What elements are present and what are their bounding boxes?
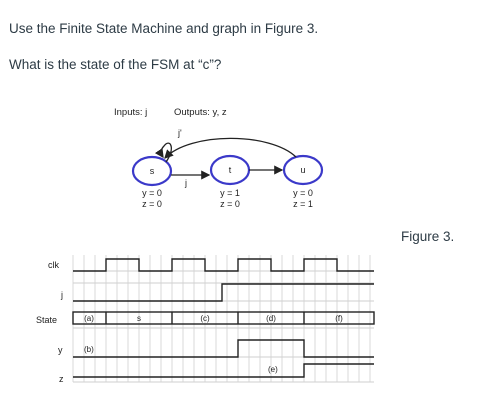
question-line-2: What is the state of the FSM at “c”? [9, 57, 222, 72]
state-cell-s: s [137, 314, 141, 323]
clk-waveform [73, 258, 374, 272]
u-to-s-arrow [164, 137, 297, 159]
state-cell-f: (f) [335, 314, 343, 323]
y-waveform [73, 339, 374, 358]
marker-b: (b) [84, 345, 94, 354]
signal-y-label: y [58, 345, 63, 355]
state-u-circle [282, 154, 324, 186]
state-cell-a: (a) [84, 314, 94, 323]
state-u-z: z = 1 [293, 199, 313, 209]
state-s-name: s [150, 166, 155, 176]
state-cell-c: (c) [200, 314, 210, 323]
figure-label: Figure 3. [401, 229, 455, 244]
j-waveform [73, 283, 374, 302]
transition-label: j [184, 178, 187, 188]
signal-state-label: State [36, 315, 57, 325]
state-t-y: y = 1 [220, 188, 240, 198]
state-u-y: y = 0 [293, 188, 313, 198]
signal-j-label: j [60, 290, 63, 300]
question-line-1: Use the Finite State Machine and graph i… [9, 21, 319, 36]
state-s-circle [131, 155, 173, 187]
state-s-z: z = 0 [142, 199, 162, 209]
state-t-name: t [229, 165, 232, 175]
state-bus [72, 311, 375, 325]
state-t-z: z = 0 [220, 199, 240, 209]
state-s-y: y = 0 [142, 188, 162, 198]
signal-clk-label: clk [48, 260, 59, 270]
marker-e: (e) [268, 365, 278, 374]
fsm-outputs-label: Outputs: y, z [174, 107, 227, 118]
signal-z-label: z [59, 374, 64, 384]
fsm-inputs-label: Inputs: j [114, 107, 147, 118]
z-waveform [73, 363, 374, 378]
state-u-name: u [300, 165, 305, 175]
timing-grid [72, 255, 371, 382]
self-loop-label: j' [177, 128, 182, 138]
state-cell-d: (d) [266, 314, 276, 323]
